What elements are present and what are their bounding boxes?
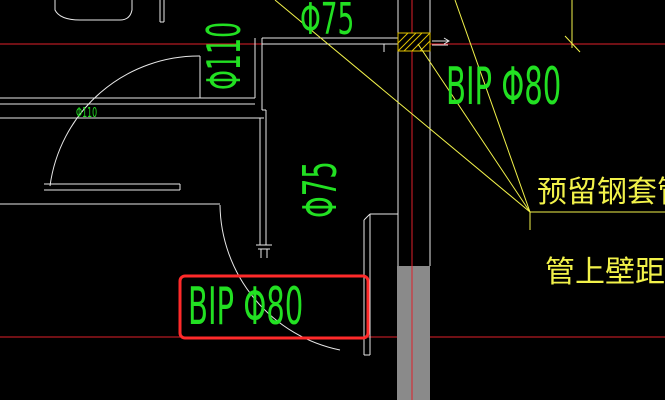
leader-lines — [274, 0, 665, 230]
structural-column — [397, 266, 430, 400]
highlight-box[interactable] — [178, 274, 370, 340]
pipe-arrow-icon — [432, 37, 450, 46]
pipe-label-phi110-small: Φ110 — [76, 105, 97, 121]
steel-sleeve-hatch — [397, 32, 431, 52]
pipe-label-phi75-vertical: Φ75 — [294, 161, 347, 218]
pipe-label-phi75-top: Φ75 — [300, 0, 354, 45]
pipe-fitting — [256, 244, 272, 258]
pipe-label-phi110-vertical: Φ110 — [198, 22, 251, 90]
pipe-label-bip-phi80-highlighted: BIP Φ80 — [188, 276, 303, 336]
note-text-line2: 管上壁距框 — [545, 255, 665, 290]
pipe-label-bip-phi80-right: BIP Φ80 — [446, 56, 561, 116]
